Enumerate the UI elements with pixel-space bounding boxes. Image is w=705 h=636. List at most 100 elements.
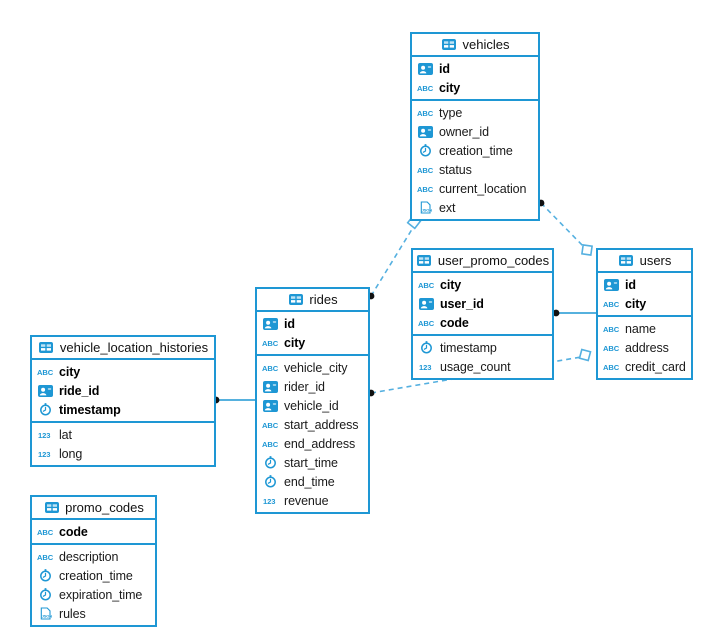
column-row-user_promo_codes-user_id: user_id [413, 294, 552, 313]
column-row-rides-start_time: start_time [257, 453, 368, 472]
table-header-promo_codes[interactable]: promo_codes [32, 497, 155, 520]
column-name: timestamp [59, 402, 121, 417]
column-row-rides-city: ABC city [257, 333, 368, 352]
column-name: id [439, 61, 450, 76]
column-row-users-id: id [598, 275, 691, 294]
column-name: end_address [284, 436, 356, 451]
table-name: users [639, 253, 672, 268]
column-row-user_promo_codes-timestamp: timestamp [413, 338, 552, 357]
abc-icon: ABC [262, 363, 279, 373]
clock-icon [417, 144, 434, 157]
relationship-vehicle_location_histories-rides[interactable] [212, 396, 257, 404]
clock-icon [37, 403, 54, 416]
abc-icon: ABC [262, 338, 279, 348]
svg-text:ABC: ABC [37, 528, 54, 537]
abc-icon: ABC [603, 299, 620, 309]
svg-text:ABC: ABC [603, 325, 620, 334]
abc-icon: ABC [417, 184, 434, 194]
abc-icon: ABC [603, 362, 620, 372]
column-name: vehicle_city [284, 360, 348, 375]
svg-text:ABC: ABC [37, 368, 54, 377]
table-header-user_promo_codes[interactable]: user_promo_codes [413, 250, 552, 273]
svg-text:123: 123 [263, 497, 275, 506]
column-name: vehicle_id [284, 398, 339, 413]
abc-icon: ABC [603, 343, 620, 353]
id-icon [418, 297, 435, 310]
number-icon: 123 [37, 430, 54, 440]
clock-icon [262, 475, 279, 488]
column-row-promo_codes-expiration_time: expiration_time [32, 585, 155, 604]
svg-text:ABC: ABC [262, 364, 279, 373]
abc-icon: ABC [262, 420, 279, 430]
column-name: code [440, 315, 469, 330]
relationship-dot-marker [552, 309, 560, 317]
column-name: city [439, 80, 461, 95]
column-name: city [440, 277, 462, 292]
id-icon [417, 125, 434, 138]
abc-icon: ABC [417, 165, 434, 175]
relationship-vehicles-users[interactable] [537, 199, 593, 256]
table-name: promo_codes [65, 500, 144, 515]
table-header-vehicle_location_histories[interactable]: vehicle_location_histories [32, 337, 214, 360]
relationship-line[interactable] [540, 202, 585, 248]
column-name: long [59, 446, 83, 461]
svg-text:ABC: ABC [603, 344, 620, 353]
svg-text:JSON: JSON [42, 614, 52, 619]
relationship-user_promo_codes-users[interactable] [552, 309, 598, 317]
svg-text:ABC: ABC [603, 300, 620, 309]
column-name: user_id [440, 296, 484, 311]
table-name: user_promo_codes [437, 253, 550, 268]
clock-icon [262, 456, 279, 469]
column-name: type [439, 105, 463, 120]
table-header-rides[interactable]: rides [257, 289, 368, 312]
column-name: city [284, 335, 306, 350]
id-icon [37, 384, 54, 397]
column-name: revenue [284, 493, 329, 508]
relationship-square-marker [581, 244, 593, 256]
table-header-users[interactable]: users [598, 250, 691, 273]
column-name: status [439, 162, 472, 177]
column-row-rides-revenue: 123 revenue [257, 491, 368, 510]
column-row-rides-end_time: end_time [257, 472, 368, 491]
column-row-users-name: ABC name [598, 319, 691, 338]
number-icon: 123 [262, 496, 279, 506]
column-name: start_address [284, 417, 359, 432]
column-row-vehicles-status: ABC status [412, 160, 538, 179]
table-name: vehicle_location_histories [59, 340, 209, 355]
column-name: expiration_time [59, 587, 143, 602]
column-name: name [625, 321, 656, 336]
json-icon: JSON [417, 201, 434, 214]
column-name: id [284, 316, 295, 331]
column-name: timestamp [440, 340, 497, 355]
table-header-vehicles[interactable]: vehicles [412, 34, 538, 57]
relationship-line[interactable] [370, 225, 415, 297]
abc-icon: ABC [37, 367, 54, 377]
svg-text:ABC: ABC [417, 109, 434, 118]
column-name: ride_id [59, 383, 100, 398]
column-name: creation_time [59, 568, 133, 583]
column-row-rides-rider_id: rider_id [257, 377, 368, 396]
column-row-vehicles-type: ABC type [412, 103, 538, 122]
svg-text:JSON: JSON [422, 208, 432, 213]
